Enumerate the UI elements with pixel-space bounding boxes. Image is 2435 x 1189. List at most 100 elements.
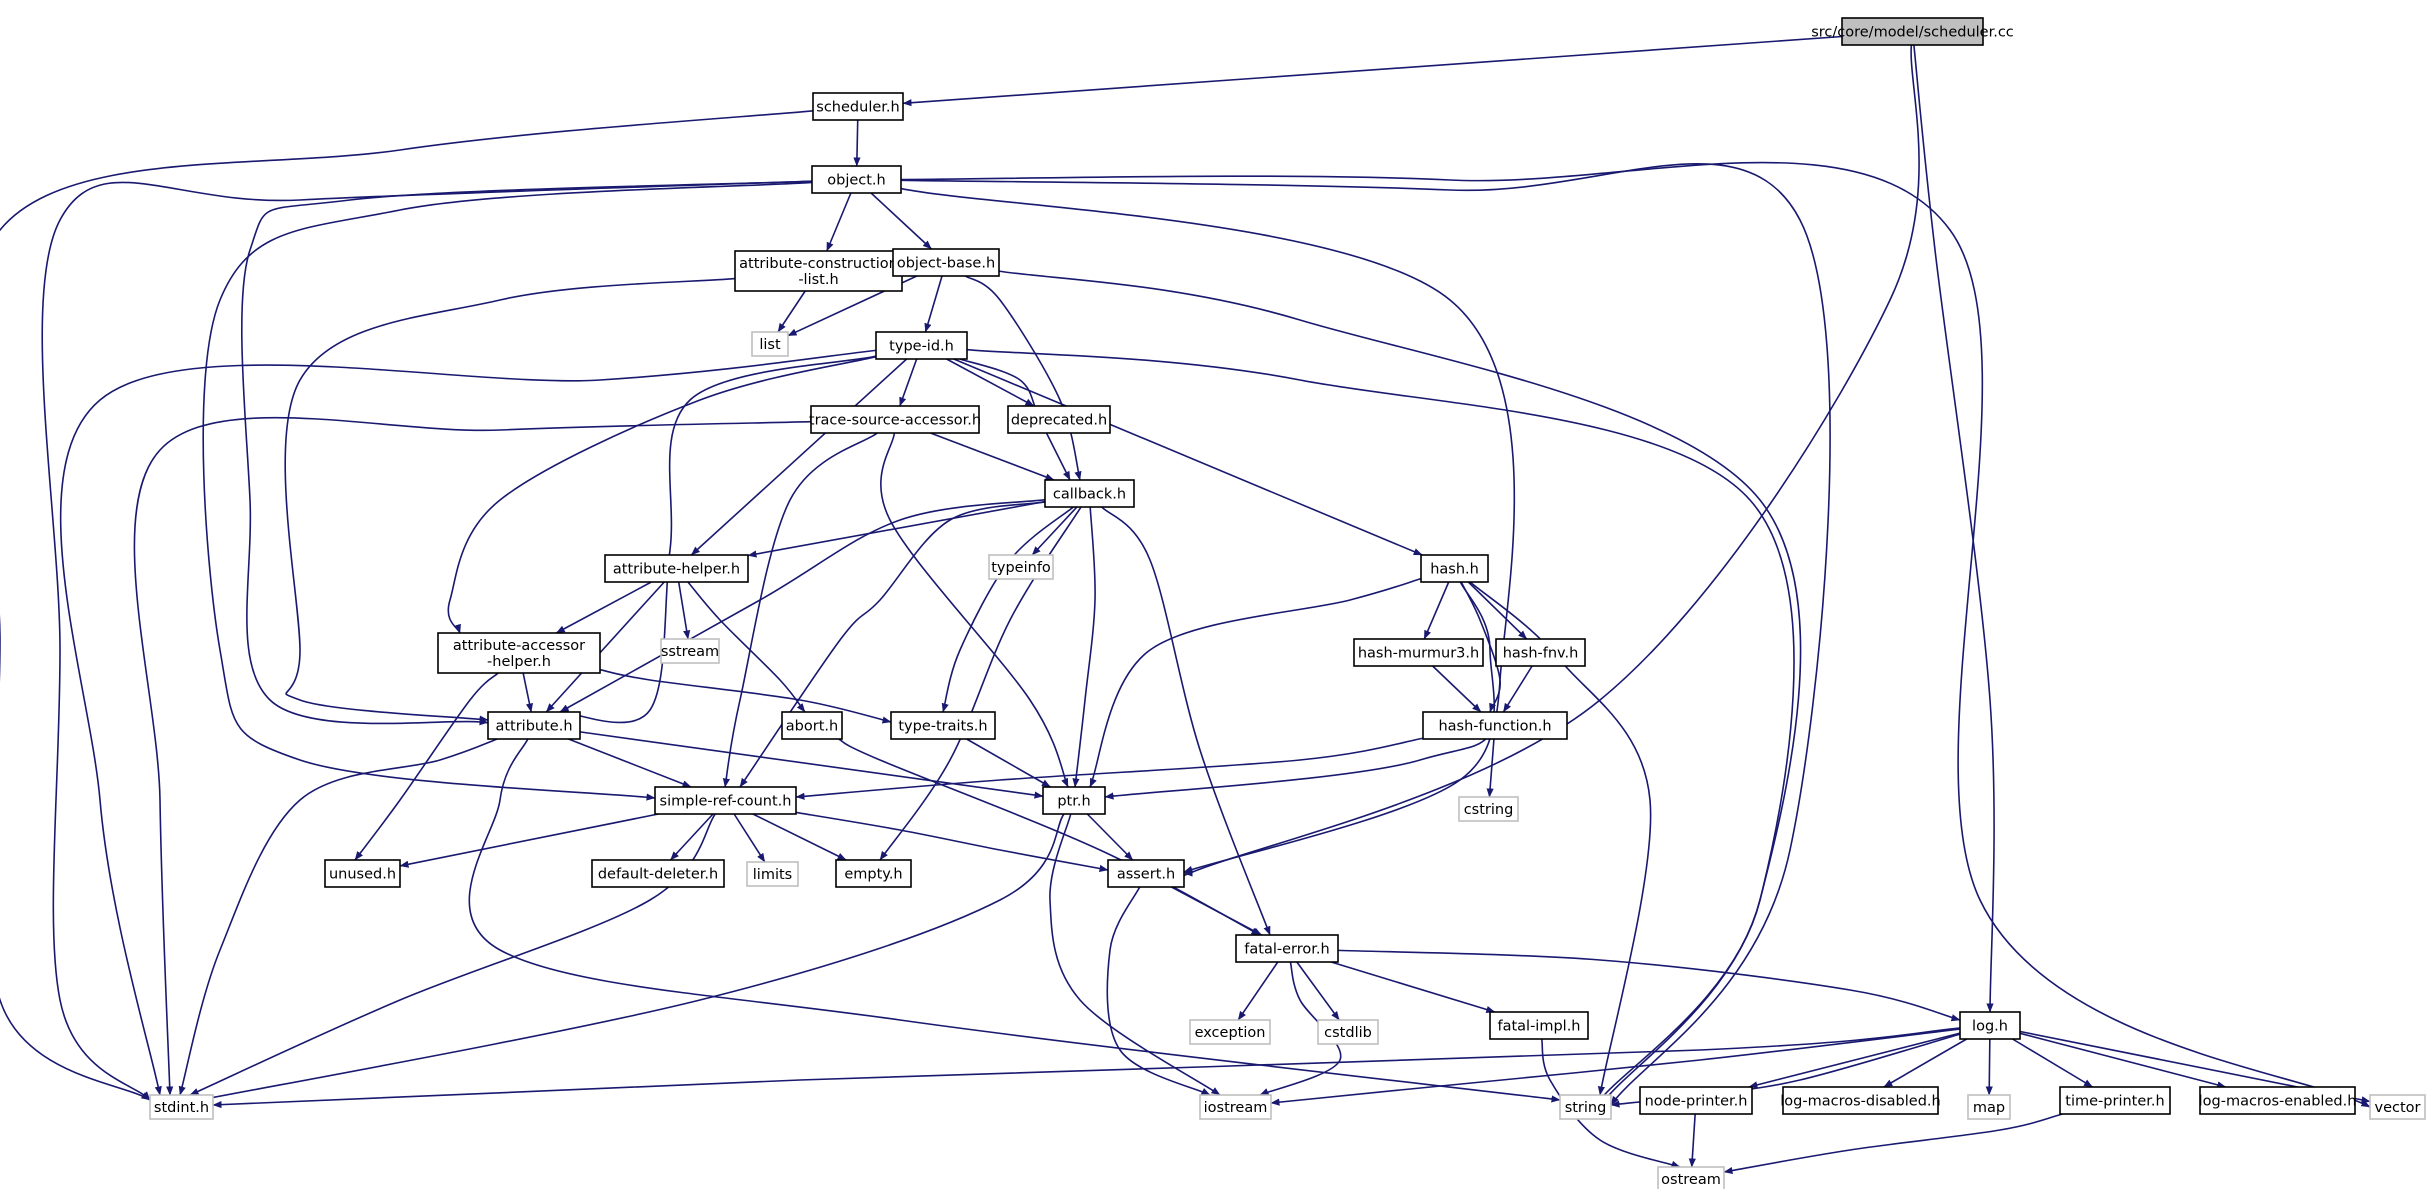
node-list: list — [751, 331, 789, 357]
node-label: cstring — [1464, 802, 1514, 818]
edge-attr-construction-to-list — [777, 290, 806, 333]
node-object-h[interactable]: object.h — [811, 165, 902, 194]
edge-attribute-h-to-string — [468, 738, 1561, 1103]
node-log-macros-enabled[interactable]: log-macros-enabled.h — [2199, 1086, 2357, 1115]
node-abort-h[interactable]: abort.h — [781, 711, 843, 740]
edge-fatal-error-to-cstdlib — [1296, 961, 1340, 1021]
node-box — [654, 786, 797, 815]
node-box — [437, 632, 601, 674]
edge-object-base-to-callback — [964, 275, 1082, 481]
edge-simple-ref-to-limits — [733, 813, 766, 863]
node-root[interactable]: src/core/model/scheduler.cc — [1811, 17, 2014, 46]
node-fatal-impl[interactable]: fatal-impl.h — [1489, 1011, 1589, 1040]
node-trace-source[interactable]: trace-source-accessor.h — [809, 405, 981, 434]
node-simple-ref[interactable]: simple-ref-count.h — [654, 786, 797, 815]
node-box — [1042, 786, 1106, 815]
node-box — [487, 711, 581, 740]
node-box — [810, 405, 980, 434]
node-label: scheduler.h — [816, 100, 899, 116]
edge-type-id-to-callback — [959, 358, 1071, 481]
node-type-id[interactable]: type-id.h — [875, 331, 968, 360]
node-label: iostream — [1204, 1100, 1268, 1116]
node-label: attribute-construction-list.h — [739, 256, 898, 288]
node-box — [1317, 1019, 1379, 1045]
node-box — [1495, 638, 1586, 667]
edge-trace-source-to-simple-ref — [722, 432, 878, 788]
edge-object-h-to-attr-construction — [826, 192, 852, 252]
node-label: hash-fnv.h — [1503, 646, 1579, 662]
edge-type-id-to-trace-source — [899, 358, 918, 407]
node-typeinfo: typeinfo — [988, 554, 1054, 580]
node-label: callback.h — [1053, 487, 1126, 503]
node-box — [660, 638, 720, 664]
node-label: log.h — [1972, 1019, 2008, 1035]
edge-ptr-h-to-assert-h — [1086, 813, 1134, 861]
edge-attribute-h-to-stdint — [178, 738, 498, 1096]
node-hash-h[interactable]: hash.h — [1420, 554, 1489, 583]
edge-object-h-to-simple-ref — [202, 181, 813, 801]
node-label: log-macros-disabled.h — [1780, 1094, 1940, 1110]
node-time-printer[interactable]: time-printer.h — [2059, 1086, 2171, 1115]
edge-simple-ref-to-unused-h — [399, 813, 659, 868]
edge-callback-to-attribute-h — [559, 498, 1046, 713]
node-label: unused.h — [329, 867, 396, 883]
edge-object-h-to-object-base — [870, 192, 932, 250]
node-deprecated[interactable]: deprecated.h — [1007, 405, 1111, 434]
node-layer: src/core/model/scheduler.cc scheduler.h ob… — [149, 17, 2426, 1189]
node-label: sstream — [661, 644, 719, 660]
node-attribute-h[interactable]: attribute.h — [487, 711, 581, 740]
edge-hash-h-to-string — [1469, 581, 1652, 1096]
edge-log-h-to-log-macros-enabled — [2019, 1032, 2227, 1089]
edge-type-id-to-attr-helper — [690, 358, 908, 556]
node-cstdlib: cstdlib — [1317, 1019, 1379, 1045]
node-scheduler-h[interactable]: scheduler.h — [812, 92, 904, 121]
edge-callback-to-typeinfo — [1031, 506, 1078, 556]
node-label: type-traits.h — [898, 719, 987, 735]
edge-log-h-to-node-printer — [1748, 1032, 1961, 1089]
node-object-base[interactable]: object-base.h — [892, 248, 1000, 277]
node-node-printer[interactable]: node-printer.h — [1639, 1086, 1753, 1115]
node-box — [2059, 1086, 2171, 1115]
edge-object-h-to-string — [900, 163, 1831, 1106]
node-label: default-deleter.h — [598, 867, 718, 883]
node-log-macros-disabled[interactable]: log-macros-disabled.h — [1780, 1086, 1941, 1115]
edge-time-printer-to-ostream — [1723, 1113, 2063, 1175]
edge-root-to-scheduler-h — [902, 35, 1843, 107]
node-box — [781, 711, 843, 740]
node-hash-fnv[interactable]: hash-fnv.h — [1495, 638, 1586, 667]
edge-object-h-to-attribute-h — [240, 180, 813, 726]
node-attr-helper[interactable]: attribute-helper.h — [604, 554, 749, 583]
node-box — [2369, 1094, 2426, 1120]
node-attr-construction[interactable]: attribute-construction-list.h — [734, 250, 903, 292]
edge-hash-h-to-hash-murmur — [1423, 581, 1450, 640]
edge-callback-to-type-traits — [941, 506, 1074, 713]
node-box — [1422, 711, 1568, 740]
node-assert-h[interactable]: assert.h — [1107, 859, 1185, 888]
node-string: string — [1559, 1094, 1612, 1120]
edge-type-id-to-string — [966, 348, 1795, 1115]
node-label: stdint.h — [154, 1100, 209, 1116]
edge-type-id-to-hash-h — [953, 358, 1423, 556]
node-label: empty.h — [844, 867, 902, 883]
node-log-h[interactable]: log.h — [1959, 1011, 2021, 1040]
edge-log-h-to-log-macros-disabled — [1883, 1038, 1968, 1088]
node-label: map — [1973, 1100, 2005, 1116]
node-hash-murmur[interactable]: hash-murmur3.h — [1353, 638, 1484, 667]
node-default-deleter[interactable]: default-deleter.h — [591, 859, 725, 888]
edge-attr-accessor-to-attribute-h — [522, 672, 534, 713]
edge-log-h-to-iostream — [1270, 1028, 1961, 1106]
edge-log-h-to-time-printer — [2012, 1038, 2093, 1088]
node-hash-function[interactable]: hash-function.h — [1422, 711, 1568, 740]
edge-root-to-assert-h — [1157, 44, 1920, 887]
node-callback[interactable]: callback.h — [1044, 479, 1135, 508]
node-box — [892, 248, 1000, 277]
node-unused-h[interactable]: unused.h — [324, 859, 401, 888]
node-attr-accessor[interactable]: attribute-accessor-helper.h — [437, 632, 601, 674]
node-type-traits[interactable]: type-traits.h — [890, 711, 996, 740]
edge-hash-fnv-to-hash-function — [1502, 665, 1533, 713]
node-empty-h[interactable]: empty.h — [835, 859, 912, 888]
edge-attr-helper-to-abort-h — [687, 581, 806, 713]
node-ptr-h[interactable]: ptr.h — [1042, 786, 1106, 815]
node-fatal-error[interactable]: fatal-error.h — [1235, 934, 1339, 963]
node-label: cstdlib — [1324, 1025, 1372, 1041]
